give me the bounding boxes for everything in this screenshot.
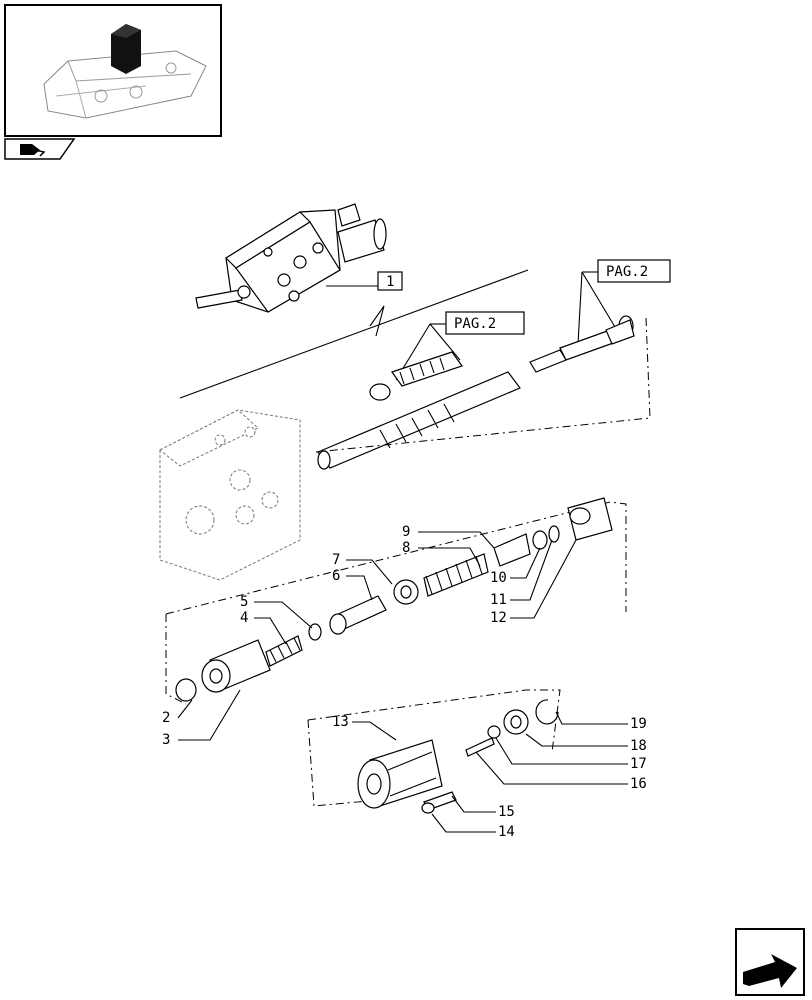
callout-6: 6	[332, 568, 340, 584]
valve-body-reference	[159, 409, 301, 581]
callout-3: 3	[162, 732, 170, 748]
callout-10: 10	[490, 570, 507, 586]
control-valve-thumbnail-icon	[43, 24, 207, 119]
callout-13: 13	[332, 714, 349, 730]
callout-4: 4	[240, 610, 248, 626]
callout-17: 17	[630, 756, 647, 772]
ref-label-pag-mid: PAG.2	[454, 316, 496, 332]
callout-12: 12	[490, 610, 507, 626]
callout-9: 9	[402, 524, 410, 540]
callout-16: 16	[630, 776, 647, 792]
callout-18: 18	[630, 738, 647, 754]
callout-11: 11	[490, 592, 507, 608]
overview-thumbnail	[4, 4, 222, 137]
middle-parts-group	[175, 497, 613, 702]
callout-14: 14	[498, 824, 515, 840]
ref-label-1: 1	[386, 274, 394, 290]
next-page-arrow-icon[interactable]	[735, 928, 805, 996]
callout-15: 15	[498, 804, 515, 820]
group-outline-lower	[307, 689, 561, 753]
callout-7: 7	[332, 552, 340, 568]
callout-2: 2	[162, 710, 170, 726]
lower-parts-group	[357, 699, 559, 814]
group-outline-left	[165, 614, 187, 705]
callout-8: 8	[402, 540, 410, 556]
valve-assembly-drawing	[195, 203, 387, 313]
ref-box-1	[377, 271, 403, 291]
leader-lines	[177, 531, 628, 833]
callout-5: 5	[240, 594, 248, 610]
break-line	[179, 269, 529, 399]
ref-box-pag-mid	[445, 311, 525, 335]
upper-spool-parts	[317, 315, 635, 470]
group-outline-middle	[165, 501, 627, 615]
ref-label-pag-top: PAG.2	[606, 264, 648, 280]
section-tab-icon[interactable]	[4, 138, 76, 160]
callout-19: 19	[630, 716, 647, 732]
ref-box-pag-top	[597, 259, 671, 283]
break-line-notch	[369, 305, 385, 337]
